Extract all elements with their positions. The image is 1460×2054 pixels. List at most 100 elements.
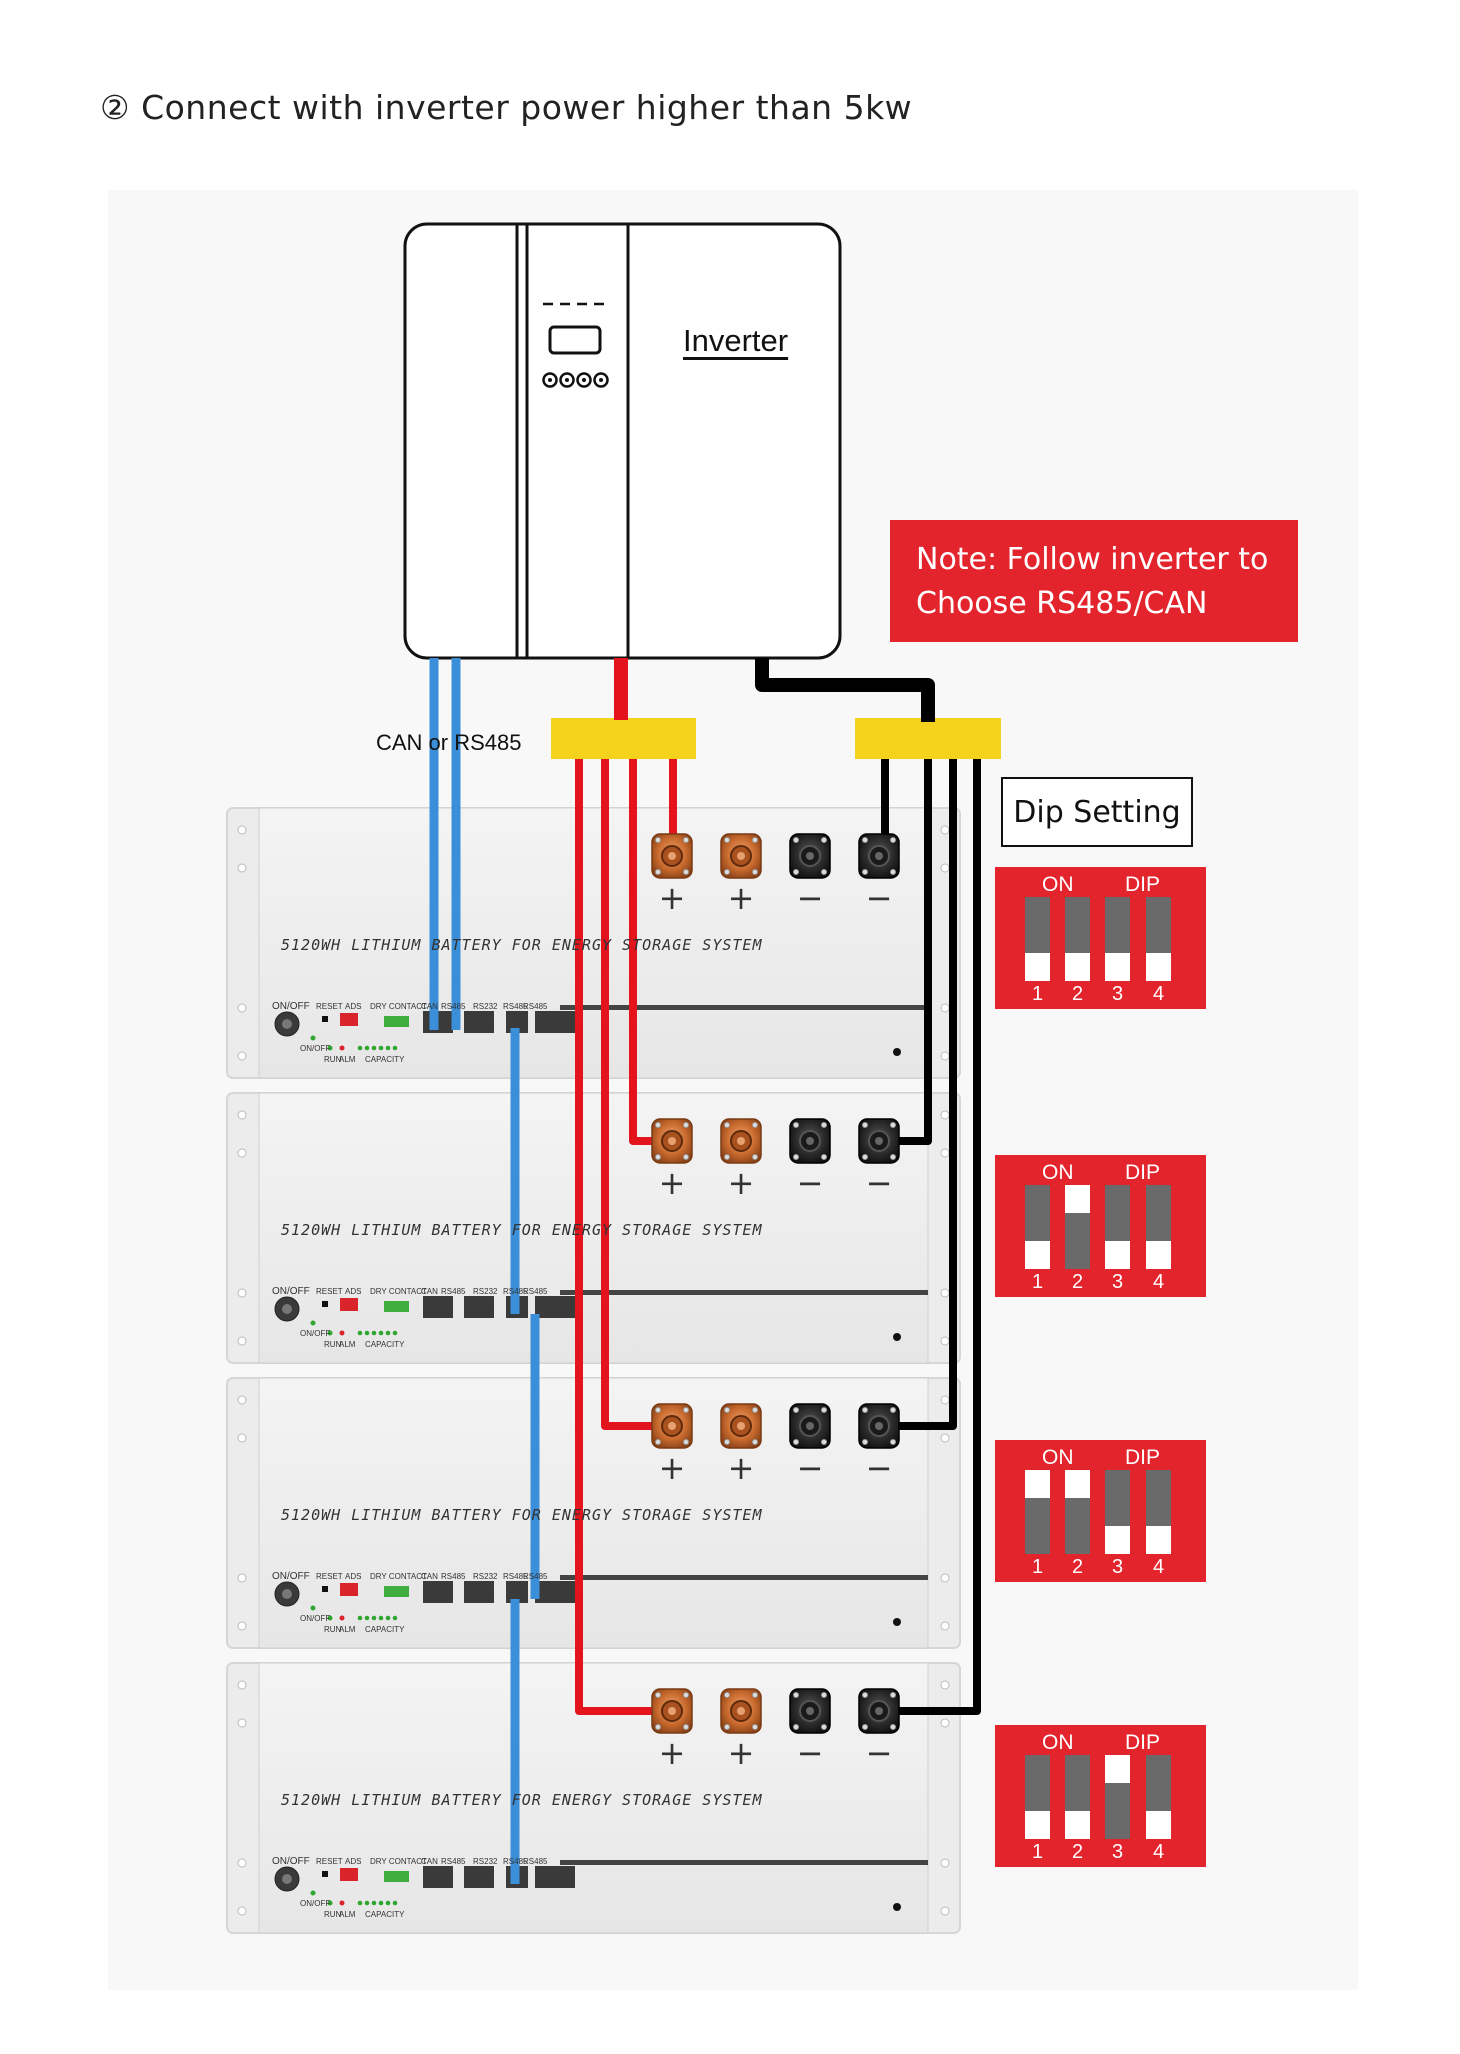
terminal-screw bbox=[655, 837, 661, 843]
dip-switch-number: 3 bbox=[1111, 1841, 1124, 1863]
battery-stack bbox=[226, 807, 961, 1934]
comm-port-icon bbox=[464, 1296, 494, 1318]
capacity-led-icon bbox=[392, 1330, 398, 1336]
dip-on-label: ON bbox=[1042, 1446, 1074, 1469]
port-label: CAN bbox=[421, 1572, 438, 1581]
terminal-screw bbox=[821, 1439, 827, 1445]
capacity-led-icon bbox=[378, 1045, 384, 1051]
port-label: DRY CONTACT bbox=[370, 1857, 427, 1866]
dip-switch-number: 4 bbox=[1152, 1271, 1165, 1293]
led-label: RUN bbox=[324, 1910, 342, 1919]
positive-terminal-icon bbox=[651, 1118, 693, 1164]
positive-terminal-icon bbox=[720, 833, 762, 879]
battery-dot bbox=[893, 1333, 901, 1341]
terminal-screw bbox=[683, 837, 689, 843]
terminal-screw bbox=[724, 1122, 730, 1128]
led-label: RUN bbox=[324, 1055, 342, 1064]
terminal-screw bbox=[862, 1154, 868, 1160]
dip-switch-1 bbox=[1025, 1470, 1050, 1554]
negative-terminal-icon bbox=[789, 1688, 831, 1734]
dip-switch-4 bbox=[1146, 1470, 1171, 1554]
led-label: ALM bbox=[339, 1055, 356, 1064]
negative-terminal-icon bbox=[858, 833, 900, 879]
rack-hole bbox=[940, 1395, 950, 1405]
comm-port-icon bbox=[423, 1866, 453, 1888]
rack-hole bbox=[237, 863, 247, 873]
dry-contact-terminal-icon bbox=[384, 1016, 409, 1027]
dip-switch-lever bbox=[1025, 1185, 1050, 1241]
dip-switch-number: 1 bbox=[1031, 1841, 1044, 1863]
reset-button-icon bbox=[322, 1586, 328, 1592]
rack-hole bbox=[940, 1110, 950, 1120]
dip-switch-4 bbox=[1146, 897, 1171, 981]
terminal-screw bbox=[862, 1724, 868, 1730]
terminal-screw bbox=[890, 837, 896, 843]
rack-hole bbox=[237, 1680, 247, 1690]
terminal-screw bbox=[793, 1407, 799, 1413]
note-line-2: Choose RS485/CAN bbox=[916, 586, 1208, 621]
positive-busbar bbox=[551, 718, 696, 759]
dip-switch-number: 2 bbox=[1071, 1556, 1084, 1578]
port-label: RS485 bbox=[523, 1002, 548, 1011]
positive-symbol: + bbox=[658, 879, 686, 917]
dip-switch-number: 1 bbox=[1031, 1556, 1044, 1578]
negative-terminal-icon bbox=[858, 1118, 900, 1164]
terminal-screw bbox=[793, 869, 799, 875]
terminal-screw bbox=[821, 1122, 827, 1128]
ads-switch-icon bbox=[340, 1013, 358, 1026]
port-label: RESET bbox=[316, 1287, 343, 1296]
dip-switch-2 bbox=[1065, 1755, 1090, 1839]
negative-terminal-icon bbox=[858, 1688, 900, 1734]
port-label: RS485 bbox=[441, 1572, 466, 1581]
rack-hole bbox=[237, 1718, 247, 1728]
dip-switch-lever bbox=[1065, 897, 1090, 953]
terminal-bolt-center bbox=[737, 1137, 745, 1145]
terminal-bolt-center bbox=[668, 1707, 676, 1715]
terminal-screw bbox=[683, 1154, 689, 1160]
run-led-icon bbox=[327, 1045, 333, 1051]
negative-cable-battery-4 bbox=[885, 759, 981, 1715]
dip-switch-3 bbox=[1105, 1185, 1130, 1269]
dip-switch-2 bbox=[1065, 1470, 1090, 1554]
terminal-bolt-center bbox=[806, 1137, 814, 1145]
positive-symbol: + bbox=[658, 1449, 686, 1487]
positive-terminal-icon bbox=[651, 1403, 693, 1449]
dip-switch-lever bbox=[1025, 897, 1050, 953]
battery-title: 5120WH LITHIUM BATTERY FOR ENERGY STORAG… bbox=[281, 936, 763, 954]
port-label: RESET bbox=[316, 1572, 343, 1581]
dip-switch-lever bbox=[1146, 1755, 1171, 1811]
capacity-led-icon bbox=[385, 1045, 391, 1051]
negative-symbol: − bbox=[796, 1164, 824, 1202]
power-knob-center bbox=[282, 1874, 292, 1884]
terminal-screw bbox=[724, 1154, 730, 1160]
terminal-screw bbox=[862, 1407, 868, 1413]
terminal-screw bbox=[683, 869, 689, 875]
alm-led-icon bbox=[339, 1045, 345, 1051]
port-label: RS232 bbox=[473, 1002, 498, 1011]
dip-switch-lever bbox=[1065, 1755, 1090, 1811]
dip-on-label: ON bbox=[1042, 873, 1074, 896]
battery-title: 5120WH LITHIUM BATTERY FOR ENERGY STORAG… bbox=[281, 1506, 763, 1524]
inverter-display-icon bbox=[548, 325, 602, 355]
led-label: ALM bbox=[339, 1910, 356, 1919]
inverter-label: Inverter bbox=[683, 323, 789, 358]
rack-hole bbox=[940, 1718, 950, 1728]
inverter bbox=[403, 222, 842, 660]
led-label: ON/OFF bbox=[300, 1329, 331, 1338]
dip-setting-label-box: Dip Setting bbox=[1001, 777, 1193, 847]
positive-terminal-icon bbox=[720, 1688, 762, 1734]
rack-hole bbox=[237, 1573, 247, 1583]
dip-switch-lever bbox=[1065, 1213, 1090, 1269]
page-title: ② Connect with inverter power higher tha… bbox=[100, 88, 913, 127]
rack-hole bbox=[237, 825, 247, 835]
rack-hole bbox=[940, 1621, 950, 1631]
dry-contact-terminal-icon bbox=[384, 1586, 409, 1597]
negative-busbar bbox=[855, 718, 1001, 759]
negative-symbol: − bbox=[865, 1734, 893, 1772]
dip-switch-3 bbox=[1105, 1755, 1130, 1839]
comm-port-icon bbox=[506, 1581, 528, 1603]
negative-symbol: − bbox=[796, 1449, 824, 1487]
rack-hole bbox=[940, 863, 950, 873]
